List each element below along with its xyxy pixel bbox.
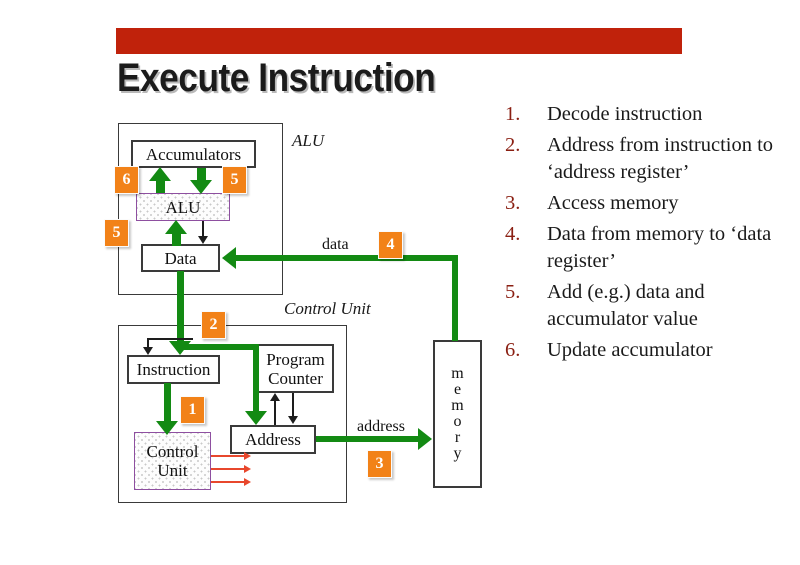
accum-to-alu-arrow-icon: [190, 180, 212, 194]
list-item-number: 2.: [505, 134, 521, 156]
control-unit-label: Control Unit: [146, 442, 199, 480]
accumulators-box: Accumulators: [131, 140, 256, 168]
address-to-pc-line: [274, 401, 276, 425]
program-counter-label: Program Counter: [266, 349, 325, 388]
data-down-bus: [177, 271, 184, 344]
badge-step-5-alu: 5: [104, 219, 129, 247]
instruction-box: Instruction: [127, 355, 220, 384]
accumulators-label: Accumulators: [145, 144, 242, 164]
list-item-label: Access memory: [547, 192, 679, 214]
address-register-label: Address: [245, 430, 301, 449]
pc-to-address-arrow-icon: [288, 416, 298, 424]
instruction-to-cu-line: [164, 383, 171, 425]
data-bus-label: data: [322, 236, 349, 253]
bus-to-instruction-vertical: [147, 338, 149, 348]
list-item-number: 1.: [505, 103, 521, 125]
memory-letter: y: [453, 445, 462, 462]
alu-to-accum-arrow-icon: [149, 167, 171, 181]
alu-group-label: ALU: [292, 131, 325, 150]
badge-step-5-accumulator: 5: [222, 166, 247, 194]
data-to-alu-arrow-icon: [165, 220, 187, 234]
memory-letter: o: [453, 413, 462, 430]
instruction-to-address-horizontal: [177, 344, 259, 350]
alu-label: ALU: [165, 197, 201, 217]
list-item-label: Data from memory to ‘data register’: [547, 223, 772, 272]
control-unit-box: Control Unit: [134, 432, 211, 490]
list-item: 4. Data from memory to ‘data register’: [505, 221, 795, 275]
control-signal-arrow-icon: [244, 452, 251, 460]
page-title: Execute Instruction: [117, 56, 436, 100]
steps-list: 1. Decode instruction 2. Address from in…: [505, 101, 795, 368]
instruction-to-address-arrow-icon: [245, 411, 267, 425]
list-item-label: Add (e.g.) data and accumulator value: [547, 281, 705, 330]
list-item-number: 5.: [505, 281, 521, 303]
badge-step-6: 6: [114, 166, 139, 194]
address-to-pc-arrow-icon: [270, 393, 280, 401]
bus-to-instruction-horizontal: [147, 338, 193, 340]
alu-to-data-arrow-icon: [198, 236, 208, 244]
list-item-number: 6.: [505, 339, 521, 361]
pc-to-address-line: [292, 393, 294, 417]
control-signal-line-3: [211, 481, 246, 483]
memory-letter: m: [451, 397, 464, 414]
list-item-number: 4.: [505, 223, 521, 245]
list-item: 3. Access memory: [505, 190, 795, 217]
list-item: 6. Update accumulator: [505, 337, 795, 364]
list-item-label: Decode instruction: [547, 103, 703, 125]
alu-to-data-line: [202, 221, 204, 237]
memory-letter: r: [454, 429, 461, 446]
badge-step-1: 1: [180, 396, 205, 424]
instruction-to-address-vertical: [253, 344, 259, 414]
memory-label: m e m o r y: [451, 366, 463, 462]
list-item-label: Update accumulator: [547, 339, 713, 361]
memory-to-data-vertical: [452, 255, 458, 341]
control-signal-line-2: [211, 468, 246, 470]
title-accent-bar: [116, 28, 682, 54]
data-to-alu-line: [172, 232, 181, 246]
badge-step-3: 3: [367, 450, 392, 478]
badge-step-4: 4: [378, 231, 403, 259]
alu-box: ALU: [136, 193, 230, 221]
list-item: 5. Add (e.g.) data and accumulator value: [505, 279, 795, 333]
address-bus-label: address: [357, 418, 405, 435]
address-to-memory-line: [316, 436, 420, 442]
list-item: 1. Decode instruction: [505, 101, 795, 128]
instruction-label: Instruction: [136, 360, 211, 379]
alu-group-frame: [118, 123, 283, 295]
data-register-label: Data: [164, 248, 197, 268]
address-to-memory-arrow-icon: [418, 428, 432, 450]
control-signal-arrow-icon: [244, 465, 251, 473]
memory-to-data-arrow-icon: [222, 247, 236, 269]
control-unit-group-frame: [118, 325, 347, 503]
control-signal-arrow-icon: [244, 478, 251, 486]
address-register-box: Address: [230, 425, 316, 454]
instruction-to-cu-arrow-icon: [156, 421, 178, 435]
memory-to-data-horizontal: [235, 255, 458, 261]
program-counter-box: Program Counter: [257, 344, 334, 393]
badge-step-2: 2: [201, 311, 226, 339]
control-unit-group-label: Control Unit: [284, 299, 371, 318]
memory-box: m e m o r y: [433, 340, 482, 488]
accum-to-alu-line: [197, 168, 206, 182]
alu-to-accum-line: [156, 179, 165, 193]
memory-letter: m: [451, 365, 464, 382]
list-item-number: 3.: [505, 192, 521, 214]
control-signal-line-1: [211, 455, 246, 457]
bus-to-instruction-arrow-icon: [143, 347, 153, 355]
data-register-box: Data: [141, 244, 220, 272]
list-item-label: Address from instruction to ‘address reg…: [547, 134, 774, 183]
memory-letter: e: [453, 381, 462, 398]
list-item: 2. Address from instruction to ‘address …: [505, 132, 795, 186]
